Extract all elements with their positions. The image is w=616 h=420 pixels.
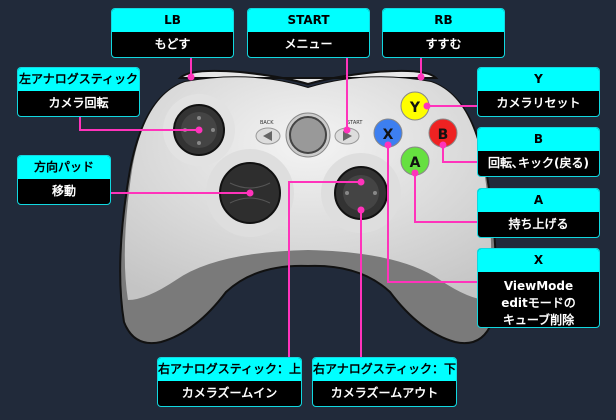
label-action: カメラリセット (496, 96, 581, 110)
label-title: RB (383, 9, 504, 32)
a-button-label: A (410, 155, 421, 171)
bumpers (177, 69, 439, 86)
label-title: 右アナログスティック：下 (313, 358, 456, 381)
label-title: A (478, 189, 599, 212)
leader-dots (187, 73, 447, 214)
guide-button (289, 116, 327, 154)
label-start: START メニュー (247, 8, 370, 58)
label-action: 移動 (51, 184, 76, 198)
start-arrow-icon (343, 131, 352, 141)
start-text: START (347, 120, 363, 126)
back-text: BACK (260, 120, 274, 126)
label-action: カメラズームイン (181, 386, 278, 400)
label-action: カメラズームアウト (330, 386, 439, 400)
label-action: 持ち上げる (508, 217, 569, 231)
label-title: Y (478, 68, 599, 91)
label-lb: LB もどす (111, 8, 234, 58)
label-action: メニュー (284, 37, 333, 51)
label-title: 方向パッド (18, 156, 110, 179)
label-rb: RB すすむ (382, 8, 505, 58)
label-title: 右アナログスティック：上 (158, 358, 301, 381)
back-arrow-icon (263, 131, 272, 141)
label-title: START (248, 9, 369, 32)
label-x: X ViewMode editモードの キューブ削除 (477, 248, 600, 328)
x-button-label: X (383, 127, 394, 143)
y-button-label: Y (409, 100, 421, 116)
label-title: LB (112, 9, 233, 32)
label-left-stick: 左アナログスティック カメラ回転 (17, 67, 140, 117)
label-b: B 回転､キック(戻る) (477, 127, 600, 177)
label-action: 回転､キック(戻る) (488, 156, 589, 170)
label-right-stick-up: 右アナログスティック：上 カメラズームイン (157, 357, 302, 407)
label-action: もどす (154, 37, 191, 51)
label-title: X (478, 249, 599, 272)
leader-lines (79, 57, 477, 357)
label-action: すすむ (425, 37, 462, 51)
label-dpad: 方向パッド 移動 (17, 155, 111, 205)
label-title: 左アナログスティック (18, 68, 139, 91)
label-y: Y カメラリセット (477, 67, 600, 117)
label-title: B (478, 128, 599, 151)
label-action: ViewMode editモードの キューブ削除 (501, 279, 576, 327)
label-right-stick-down: 右アナログスティック：下 カメラズームアウト (312, 357, 457, 407)
b-button-label: B (438, 127, 449, 143)
label-a: A 持ち上げる (477, 188, 600, 238)
label-action: カメラ回転 (48, 96, 109, 110)
